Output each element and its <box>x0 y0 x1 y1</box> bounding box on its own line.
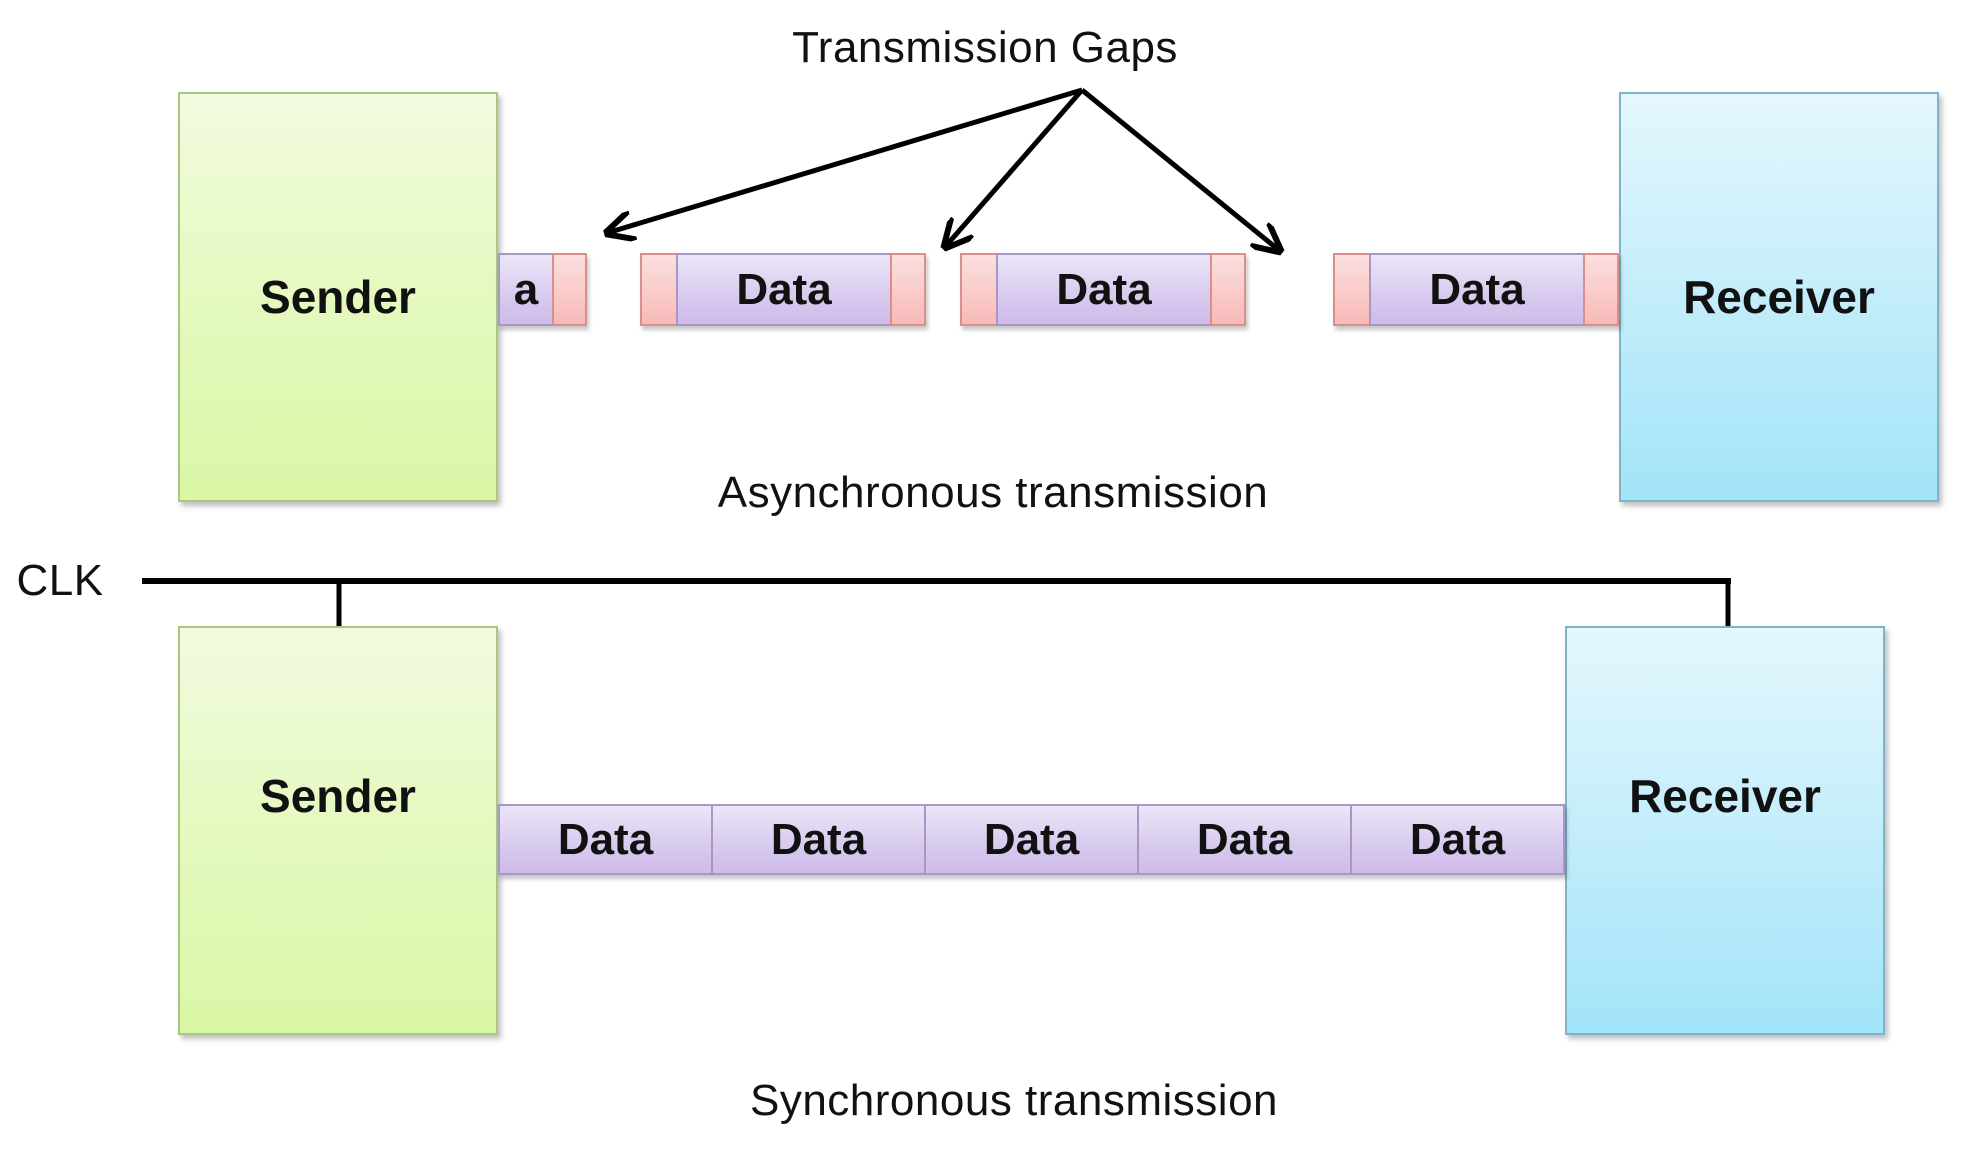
async-packet-3-stop-marker <box>1210 253 1246 326</box>
sync-block-4-label: Data <box>1196 814 1293 864</box>
sync-caption: Synchronous transmission <box>749 1076 1279 1125</box>
sync-block-1-label: Data <box>557 814 654 864</box>
async-packet-2-stop-marker <box>890 253 926 326</box>
async-packet-1-body: a <box>498 253 554 326</box>
gap-arrow-1 <box>607 87 1083 233</box>
async-packet-3: Data <box>960 253 1246 326</box>
sync-data-stream: Data Data Data Data Data <box>498 804 1565 875</box>
async-packet-1-stop-marker <box>552 253 587 326</box>
sync-sender-label: Sender <box>260 769 416 822</box>
async-receiver: Receiver <box>1619 92 1939 502</box>
async-packet-4-body: Data <box>1369 253 1585 326</box>
async-packet-2-body: Data <box>676 253 892 326</box>
async-packet-4: Data <box>1333 253 1619 326</box>
async-packet-2-label: Data <box>736 264 832 314</box>
sync-block-4: Data <box>1137 804 1352 875</box>
gap-arrow-3 <box>1080 88 1280 251</box>
async-caption: Asynchronous transmission <box>717 468 1269 517</box>
sync-block-5-label: Data <box>1409 814 1506 864</box>
async-packet-2-start-marker <box>640 253 678 326</box>
sync-block-1: Data <box>498 804 713 875</box>
async-packet-3-label: Data <box>1056 264 1152 314</box>
sync-receiver: Receiver <box>1565 626 1885 1035</box>
transmission-gaps-title: Transmission Gaps <box>792 23 1178 72</box>
async-packet-3-body: Data <box>996 253 1212 326</box>
async-packet-1: a <box>498 253 587 326</box>
async-packet-4-label: Data <box>1429 264 1525 314</box>
sync-block-5: Data <box>1350 804 1565 875</box>
sync-receiver-label: Receiver <box>1629 769 1821 822</box>
sync-block-2-label: Data <box>770 814 867 864</box>
sync-block-2: Data <box>711 804 926 875</box>
sync-block-3: Data <box>924 804 1139 875</box>
async-receiver-label: Receiver <box>1683 271 1875 323</box>
async-sender: Sender <box>178 92 498 502</box>
sync-block-3-label: Data <box>983 814 1080 864</box>
async-packet-4-start-marker <box>1333 253 1371 326</box>
async-sender-label: Sender <box>260 271 416 323</box>
async-packet-1-label: a <box>513 264 539 314</box>
async-packet-2: Data <box>640 253 926 326</box>
gap-arrow-2 <box>945 88 1084 247</box>
sync-sender: Sender <box>178 626 498 1035</box>
async-packet-4-stop-marker <box>1583 253 1619 326</box>
clock-label: CLK <box>16 556 104 605</box>
async-packet-3-start-marker <box>960 253 998 326</box>
